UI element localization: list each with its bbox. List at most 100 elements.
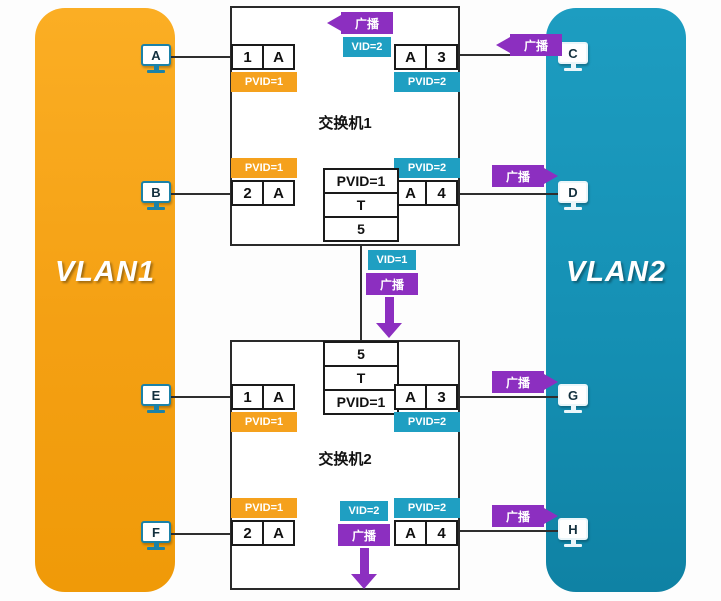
monitor-stand bbox=[570, 64, 576, 68]
trunk-number: 5 bbox=[323, 216, 399, 242]
device-label: F bbox=[152, 524, 160, 540]
arrow-right-icon bbox=[544, 374, 558, 390]
device-label: E bbox=[151, 387, 161, 403]
port-number: 4 bbox=[425, 520, 458, 546]
trunk-mode: T bbox=[323, 192, 399, 218]
trunk-link bbox=[360, 244, 362, 342]
port-mode: A bbox=[262, 384, 295, 410]
switch2-port2-pvid: PVID=1 bbox=[231, 498, 297, 518]
vlan1-label: VLAN1 bbox=[54, 256, 156, 288]
monitor-stand bbox=[153, 66, 159, 70]
monitor-base bbox=[147, 207, 165, 210]
switch1-port1: 1 A bbox=[231, 44, 295, 70]
switch2-port4-pvid: PVID=2 bbox=[394, 498, 460, 518]
broadcast-c-badge: 广播 bbox=[510, 34, 562, 56]
port-number: 1 bbox=[231, 384, 264, 410]
device-g: G bbox=[556, 384, 590, 413]
monitor-stand bbox=[153, 203, 159, 207]
switch1-port5-trunk: PVID=1 T 5 bbox=[323, 168, 399, 242]
vid-trunk-badge: VID=1 bbox=[368, 250, 416, 270]
port-mode: A bbox=[262, 44, 295, 70]
arrow-left-icon bbox=[327, 15, 341, 31]
device-label: G bbox=[567, 387, 579, 403]
arrow-down-icon bbox=[376, 297, 402, 338]
monitor-base bbox=[564, 410, 582, 413]
monitor-stand bbox=[570, 540, 576, 544]
switch2-port1-pvid: PVID=1 bbox=[231, 412, 297, 432]
device-e: E bbox=[139, 384, 173, 413]
broadcast-top-badge: 广播 bbox=[341, 12, 393, 34]
link-g-switch2 bbox=[459, 396, 558, 398]
switch1-port2-pvid: PVID=1 bbox=[231, 158, 297, 178]
monitor-base bbox=[147, 70, 165, 73]
monitor-base bbox=[564, 207, 582, 210]
link-a-switch1 bbox=[171, 56, 231, 58]
monitor-icon: F bbox=[141, 521, 171, 543]
switch1-label: 交换机1 bbox=[318, 115, 372, 132]
link-e-switch2 bbox=[171, 396, 231, 398]
device-h: H bbox=[556, 518, 590, 547]
device-label: B bbox=[151, 184, 161, 200]
device-f: F bbox=[139, 521, 173, 550]
port-number: 1 bbox=[231, 44, 264, 70]
port-mode: A bbox=[394, 520, 427, 546]
broadcast-trunk-badge: 广播 bbox=[366, 273, 418, 295]
monitor-icon: G bbox=[558, 384, 588, 406]
switch2-port4: A 4 bbox=[394, 520, 458, 546]
broadcast-d-badge: 广播 bbox=[492, 165, 544, 187]
switch1-port1-pvid: PVID=1 bbox=[231, 72, 297, 92]
monitor-stand bbox=[153, 543, 159, 547]
monitor-icon: H bbox=[558, 518, 588, 540]
switch2-port5-trunk: 5 T PVID=1 bbox=[323, 341, 399, 415]
port-mode: A bbox=[262, 180, 295, 206]
device-label: A bbox=[151, 47, 161, 63]
device-b: B bbox=[139, 181, 173, 210]
monitor-stand bbox=[153, 406, 159, 410]
switch2-port1: 1 A bbox=[231, 384, 295, 410]
arrow-left-icon bbox=[496, 37, 510, 53]
monitor-base bbox=[564, 68, 582, 71]
broadcast-g-badge: 广播 bbox=[492, 371, 544, 393]
switch2-port2: 2 A bbox=[231, 520, 295, 546]
device-d: D bbox=[556, 181, 590, 210]
switch1-port4-pvid: PVID=2 bbox=[394, 158, 460, 178]
monitor-base bbox=[147, 410, 165, 413]
port-number: 3 bbox=[425, 384, 458, 410]
trunk-pvid: PVID=1 bbox=[323, 389, 399, 415]
monitor-icon: E bbox=[141, 384, 171, 406]
arrow-down-icon bbox=[351, 548, 377, 589]
link-h-switch2 bbox=[459, 530, 558, 532]
vid-bottom-badge: VID=2 bbox=[340, 501, 388, 521]
arrow-right-icon bbox=[544, 168, 558, 184]
monitor-icon: C bbox=[558, 42, 588, 64]
monitor-icon: B bbox=[141, 181, 171, 203]
monitor-base bbox=[147, 547, 165, 550]
trunk-pvid: PVID=1 bbox=[323, 168, 399, 194]
broadcast-bottom-badge: 广播 bbox=[338, 524, 390, 546]
vlan1-zone bbox=[35, 8, 175, 592]
vlan2-zone bbox=[546, 8, 686, 592]
link-c-switch1 bbox=[459, 54, 558, 56]
link-b-switch1 bbox=[171, 193, 231, 195]
switch1-port3-pvid: PVID=2 bbox=[394, 72, 460, 92]
vlan2-label: VLAN2 bbox=[565, 256, 667, 288]
link-f-switch2 bbox=[171, 533, 231, 535]
port-number: 3 bbox=[425, 44, 458, 70]
device-label: C bbox=[568, 45, 578, 61]
monitor-icon: A bbox=[141, 44, 171, 66]
vid-top-badge: VID=2 bbox=[343, 37, 391, 57]
port-number: 4 bbox=[425, 180, 458, 206]
device-label: D bbox=[568, 184, 578, 200]
monitor-stand bbox=[570, 203, 576, 207]
switch1-port2: 2 A bbox=[231, 180, 295, 206]
switch1-port3: A 3 bbox=[394, 44, 458, 70]
trunk-mode: T bbox=[323, 365, 399, 391]
device-c: C bbox=[556, 42, 590, 71]
monitor-base bbox=[564, 544, 582, 547]
port-mode: A bbox=[394, 384, 427, 410]
monitor-stand bbox=[570, 406, 576, 410]
port-number: 2 bbox=[231, 180, 264, 206]
trunk-number: 5 bbox=[323, 341, 399, 367]
switch1-port4: A 4 bbox=[394, 180, 458, 206]
